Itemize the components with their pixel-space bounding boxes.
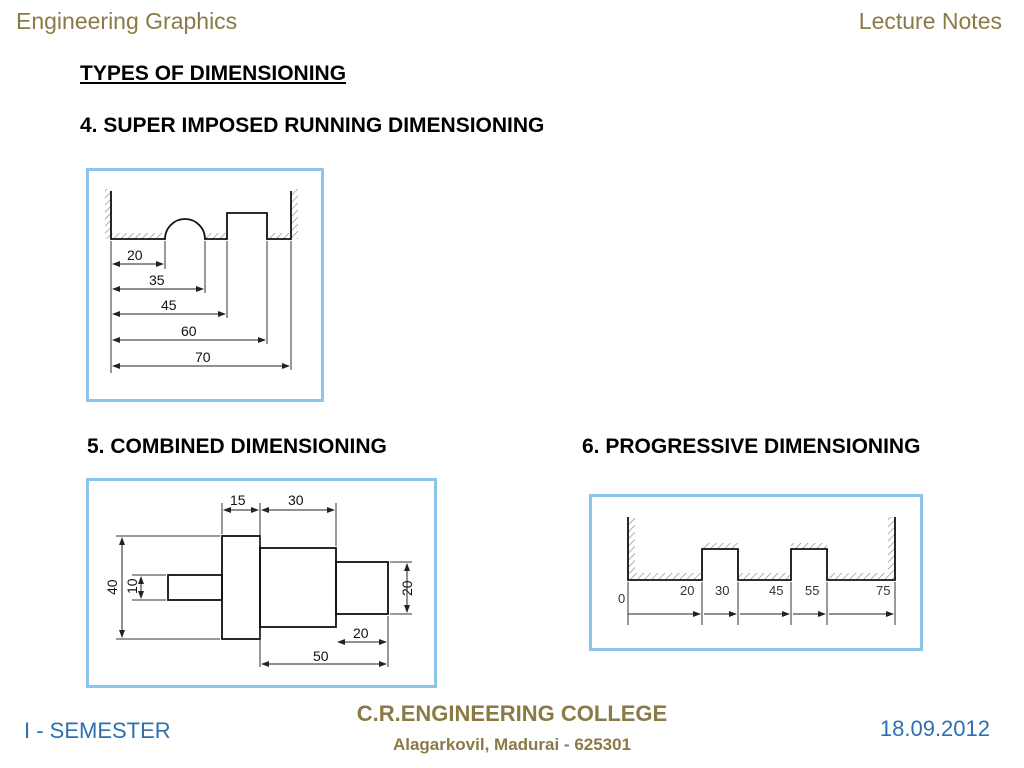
dim-label: 70	[195, 349, 211, 365]
dim-label: 30	[715, 583, 729, 598]
dim-label: 75	[876, 583, 890, 598]
section-title: TYPES OF DIMENSIONING	[80, 62, 347, 85]
dim-label: 10	[124, 578, 140, 594]
dim-label: 15	[230, 492, 246, 508]
dim-label: 20	[127, 247, 143, 263]
dim-label: 35	[149, 272, 165, 288]
dim-label: 30	[288, 492, 304, 508]
superimposed-figure: 20 35 45 60 70	[86, 168, 324, 402]
dim-label: 45	[769, 583, 783, 598]
college-name: C.R.ENGINEERING COLLEGE	[356, 701, 668, 726]
progressive-figure: 0 20 30 45 55 75	[589, 494, 923, 651]
dim-label: 20	[399, 580, 415, 596]
lecture-notes-label: Lecture Notes	[858, 8, 1002, 34]
lecture-date: 18.09.2012	[879, 716, 990, 741]
dim-label: 55	[805, 583, 819, 598]
dim-label: 0	[618, 591, 625, 606]
combined-figure: 15 30 40 10 20 20 50	[86, 478, 437, 688]
college-address: Alagarkovil, Madurai - 625301	[392, 735, 632, 754]
progressive-title: 6. PROGRESSIVE DIMENSIONING	[582, 435, 921, 458]
superimposed-title: 4. SUPER IMPOSED RUNNING DIMENSIONING	[80, 114, 545, 137]
dim-label: 20	[680, 583, 694, 598]
dim-label: 40	[104, 579, 120, 595]
dim-label: 45	[161, 297, 177, 313]
semester-label: I - SEMESTER	[24, 718, 171, 743]
course-title: Engineering Graphics	[16, 8, 238, 34]
dim-label: 60	[181, 323, 197, 339]
dim-label: 50	[313, 648, 329, 664]
combined-title: 5. COMBINED DIMENSIONING	[87, 435, 387, 458]
dim-label: 20	[353, 625, 369, 641]
